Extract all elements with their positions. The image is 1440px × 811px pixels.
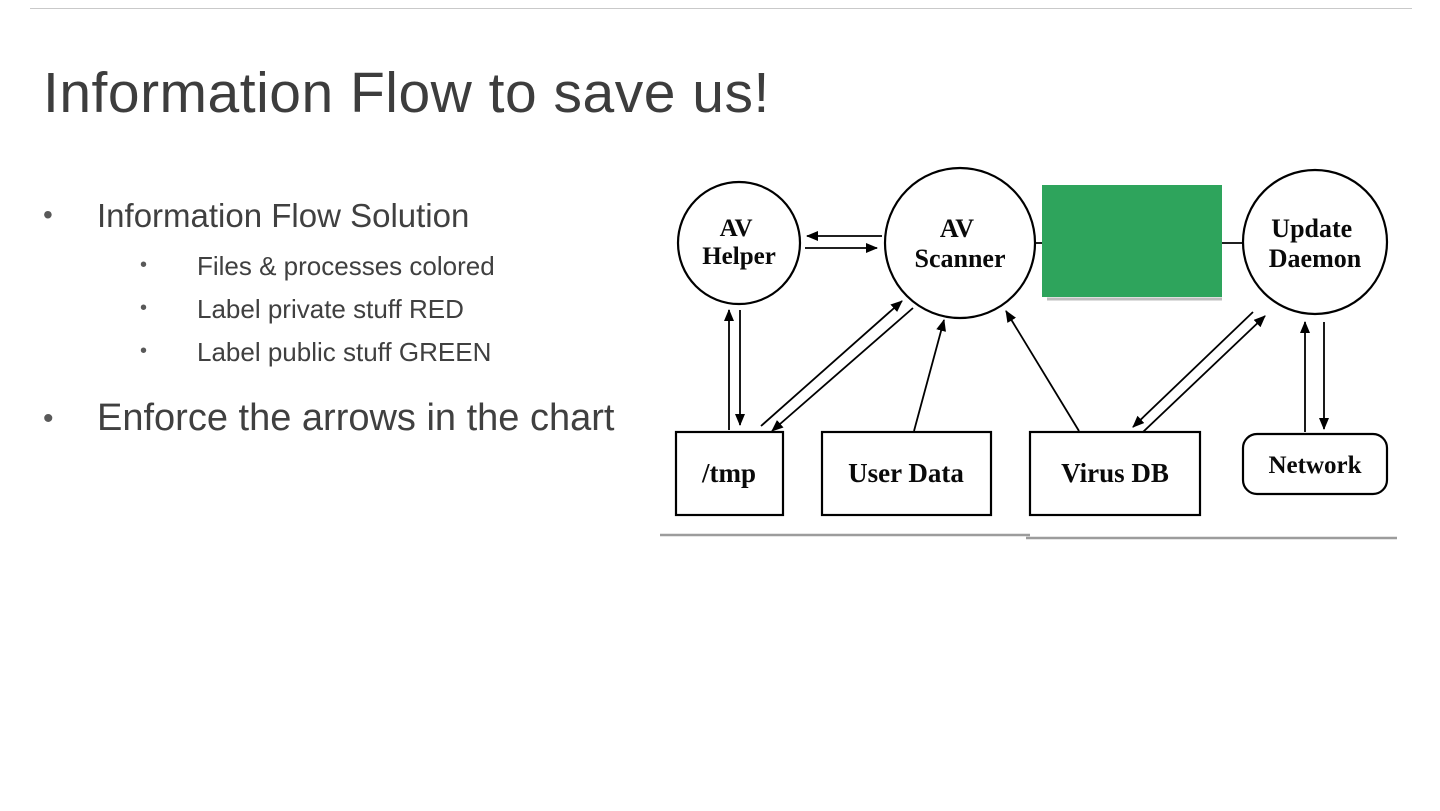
node-av-scanner-label: AV Scanner xyxy=(915,214,1006,273)
bullet-text: Information Flow Solution xyxy=(97,197,470,234)
arrow-scanner-to-tmp xyxy=(771,307,914,432)
bullet-item: • Enforce the arrows in the chart xyxy=(43,390,703,447)
node-tmp xyxy=(674,430,785,517)
sub-bullet-item: • Label private stuff RED xyxy=(140,294,703,325)
arrow-virusdb-to-scanner xyxy=(1005,310,1080,432)
diagram-canvas: AV Helper AV Scanner Update Daemon /tmp … xyxy=(660,166,1397,540)
node-network xyxy=(1241,432,1389,496)
node-tmp-label: /tmp xyxy=(701,458,756,488)
arrow-daemon-to-virusdb xyxy=(1132,311,1254,428)
node-update-daemon-label: Update Daemon xyxy=(1269,214,1362,273)
node-av-scanner xyxy=(883,166,1037,320)
green-overlay-box xyxy=(1042,185,1222,297)
bullet-text: Enforce the arrows in the chart xyxy=(97,397,615,439)
bullet-glyph: • xyxy=(43,199,53,230)
node-virus-db xyxy=(1028,430,1202,517)
node-user-data xyxy=(820,430,993,517)
slide-title: Information Flow to save us! xyxy=(43,61,770,125)
sub-bullet-item: • Files & processes colored xyxy=(140,251,703,282)
bullet-glyph: • xyxy=(140,340,148,362)
information-flow-diagram: AV Helper AV Scanner Update Daemon /tmp … xyxy=(655,160,1400,550)
slide-top-border xyxy=(30,8,1412,9)
bullet-item: • Information Flow Solution xyxy=(43,197,703,235)
bullet-glyph: • xyxy=(43,402,54,435)
sub-bullet-text: Files & processes colored xyxy=(197,251,495,281)
sub-bullet-item: • Label public stuff GREEN xyxy=(140,337,703,368)
node-user-data-label: User Data xyxy=(848,458,964,488)
sub-bullet-text: Label private stuff RED xyxy=(197,294,464,324)
node-network-label: Network xyxy=(1268,452,1361,479)
node-av-helper-label: AV Helper xyxy=(702,215,776,270)
node-av-helper xyxy=(676,180,802,306)
bullet-list: • Information Flow Solution • Files & pr… xyxy=(43,197,703,447)
sub-bullet-text: Label public stuff GREEN xyxy=(197,337,492,367)
arrow-userdata-to-scanner xyxy=(913,319,946,432)
arrow-virusdb-to-daemon xyxy=(1142,315,1266,433)
bullet-glyph: • xyxy=(140,254,148,276)
arrow-tmp-to-scanner xyxy=(760,300,903,427)
bullet-glyph: • xyxy=(140,297,148,319)
node-virus-db-label: Virus DB xyxy=(1061,458,1169,488)
node-update-daemon xyxy=(1241,168,1389,316)
